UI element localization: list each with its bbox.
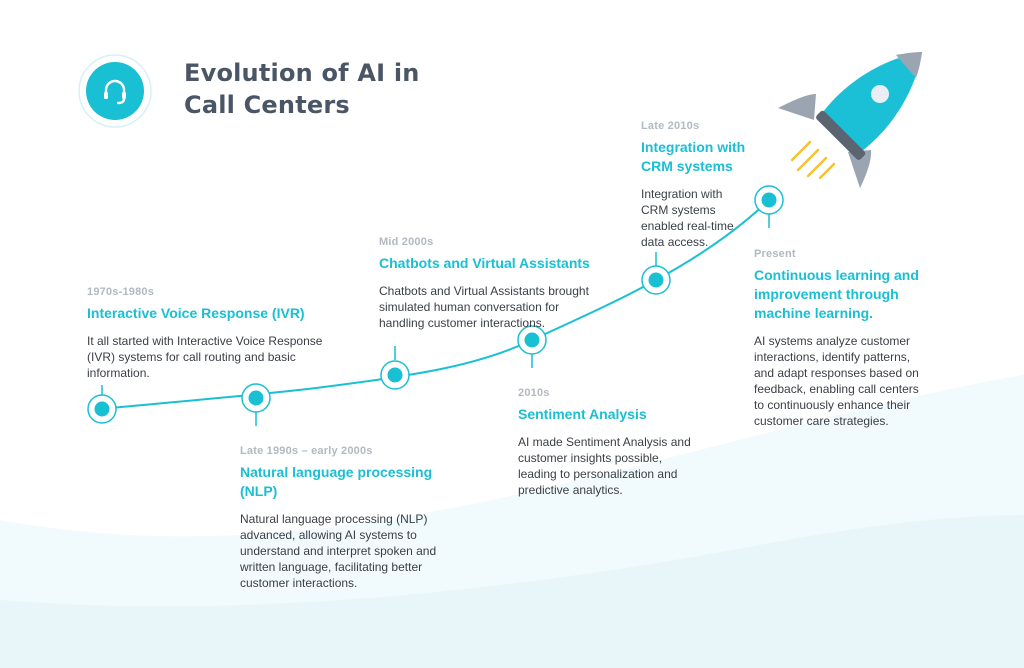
step-date: 1970s-1980s <box>87 286 155 298</box>
step-description: Natural language processing (NLP) advanc… <box>240 512 437 590</box>
step-date: 2010s <box>518 387 550 399</box>
rocket-icon <box>778 52 922 188</box>
step-date: Present <box>754 248 796 260</box>
step-heading: Interactive Voice Response (IVR) <box>87 305 305 321</box>
step-description: It all started with Interactive Voice Re… <box>87 334 323 380</box>
step-date: Mid 2000s <box>379 236 434 248</box>
step-description: AI systems analyze customer interactions… <box>754 334 919 428</box>
timeline-step: Mid 2000s Chatbots and Virtual Assistant… <box>379 236 594 331</box>
title-line-2: Call Centers <box>184 91 350 119</box>
timeline-step: Late 2010s Integration with CRM systems … <box>641 120 751 250</box>
timeline-step: Late 1990s – early 2000s Natural languag… <box>240 445 440 591</box>
timeline-node <box>754 185 784 215</box>
headset-icon <box>104 79 126 105</box>
step-heading: Sentiment Analysis <box>518 406 647 422</box>
logo-badge <box>78 54 152 128</box>
timeline-node <box>241 383 271 413</box>
step-date: Late 1990s – early 2000s <box>240 445 373 457</box>
timeline-node <box>641 265 671 295</box>
step-description: AI made Sentiment Analysis and customer … <box>518 435 691 497</box>
timeline-node <box>517 325 547 355</box>
timeline-step: Present Continuous learning and improvem… <box>754 248 924 429</box>
timeline-step: 2010s Sentiment Analysis AI made Sentime… <box>518 387 698 498</box>
timeline-step: 1970s-1980s Interactive Voice Response (… <box>87 286 347 381</box>
timeline-node <box>380 360 410 390</box>
title-line-1: Evolution of AI in <box>184 59 420 87</box>
step-description: Integration with CRM systems enabled rea… <box>641 187 734 249</box>
background-wave <box>0 515 1024 668</box>
step-description: Chatbots and Virtual Assistants brought … <box>379 284 589 330</box>
step-heading: Chatbots and Virtual Assistants <box>379 255 590 271</box>
step-heading: Continuous learning and improvement thro… <box>754 267 919 321</box>
timeline-node <box>87 394 117 424</box>
step-heading: Natural language processing (NLP) <box>240 464 433 499</box>
step-heading: Integration with CRM systems <box>641 139 746 174</box>
step-date: Late 2010s <box>641 120 700 132</box>
flame-lines <box>790 140 836 180</box>
page-title: Evolution of AI in Call Centers <box>184 57 484 121</box>
